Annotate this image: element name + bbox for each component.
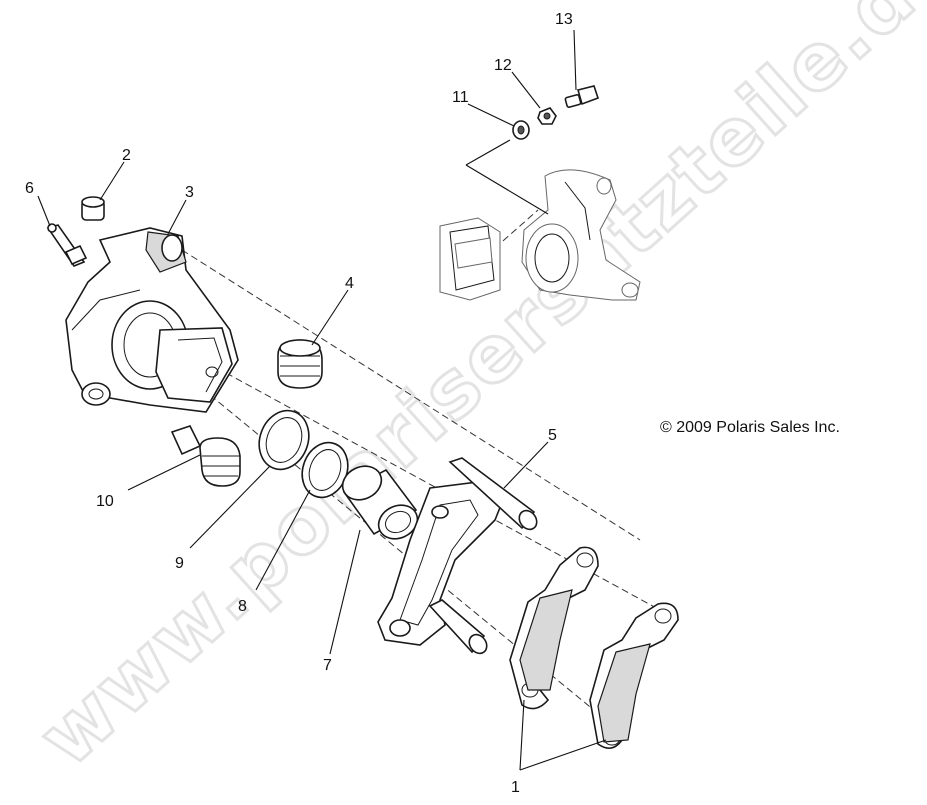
- leader-lines: [37, 29, 607, 771]
- callout-11: 11: [452, 89, 469, 106]
- part-5-caliper-bracket: [377, 457, 538, 655]
- callout-4: 4: [345, 275, 354, 292]
- part-3-caliper-body: [65, 227, 239, 413]
- copyright-notice: © 2009 Polaris Sales Inc.: [660, 419, 840, 436]
- part-2-bushing: [81, 196, 105, 221]
- callout-5: 5: [548, 427, 557, 444]
- callout-13: 13: [555, 11, 573, 28]
- part-11-washer: [512, 120, 530, 140]
- part-1-brake-pads: [509, 546, 679, 749]
- part-13-bolt: [564, 85, 600, 108]
- callout-1: 1: [511, 779, 520, 796]
- callout-6: 6: [25, 180, 34, 197]
- callout-9: 9: [175, 555, 184, 572]
- part-7-piston: [341, 465, 419, 540]
- assembly-inset: [439, 139, 641, 301]
- part-12-nut: [537, 107, 557, 125]
- part-10-slide-pin: [170, 425, 241, 487]
- callout-labels: 1 2 3 4 5 6 7 8 9 10 11 12 13: [25, 11, 573, 796]
- part-4-boot: [277, 339, 323, 389]
- part-9-piston-seal: [258, 409, 310, 471]
- callout-7: 7: [323, 657, 332, 674]
- callout-12: 12: [494, 57, 512, 74]
- callout-8: 8: [238, 598, 247, 615]
- callout-2: 2: [122, 147, 131, 164]
- part-6-bleeder-screw: [46, 223, 88, 267]
- callout-3: 3: [185, 184, 194, 201]
- callout-10: 10: [96, 493, 114, 510]
